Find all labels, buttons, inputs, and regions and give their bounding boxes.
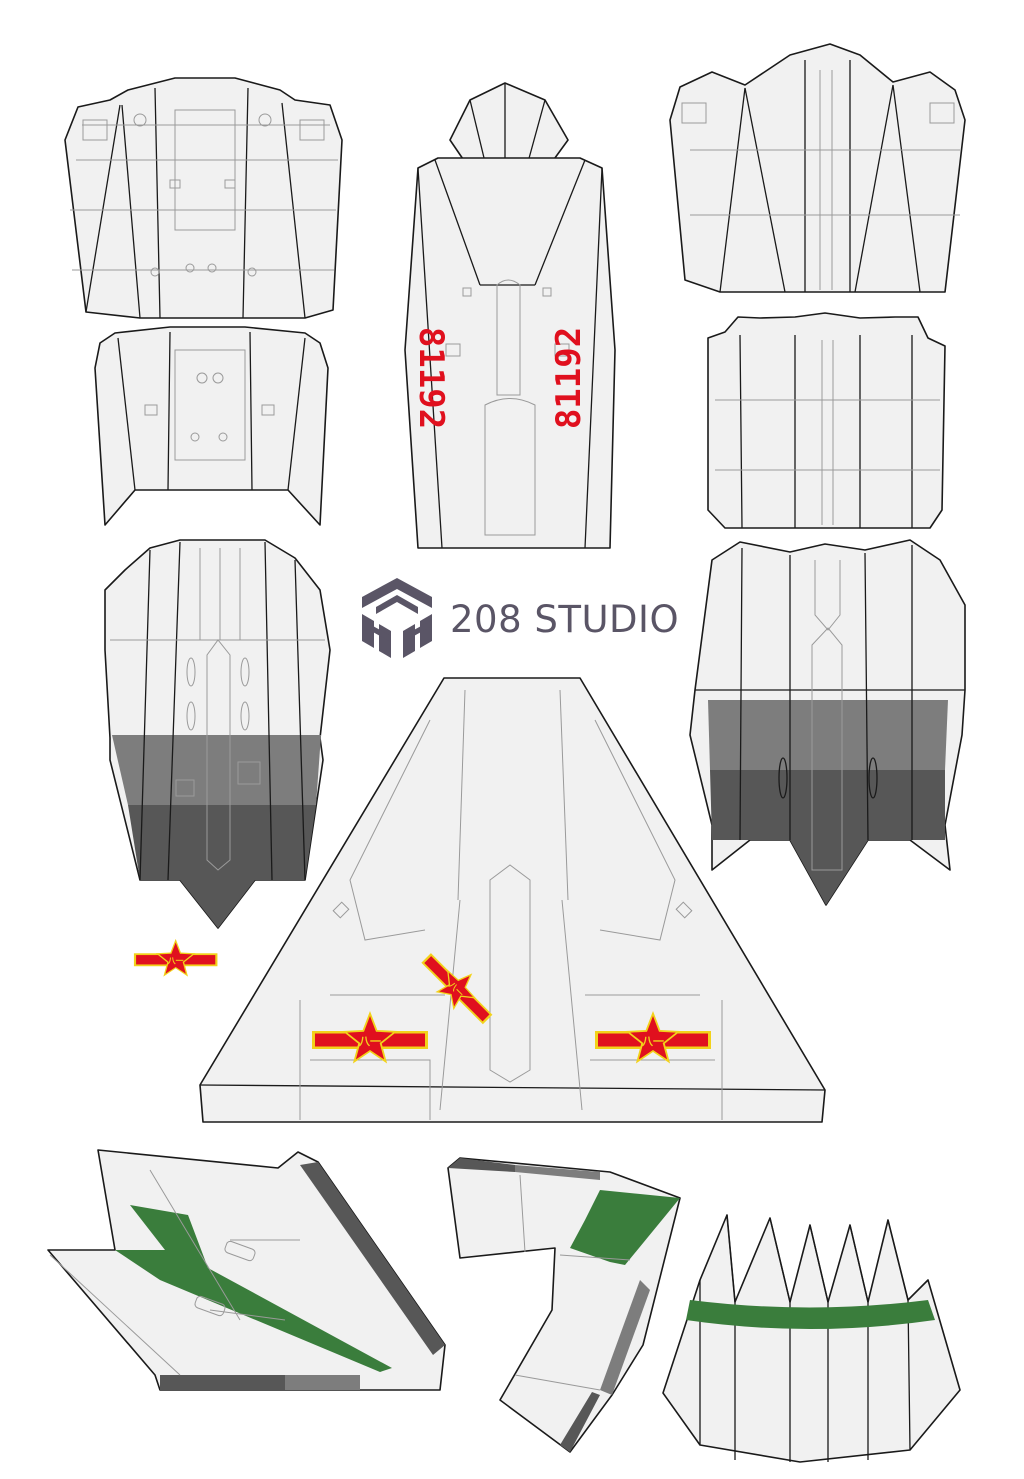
aft-fuselage-right bbox=[689, 539, 966, 906]
exhaust-nozzle-ring bbox=[662, 1214, 961, 1463]
isometric-cube-logo-icon bbox=[362, 578, 432, 658]
forward-fuselage-bottom bbox=[94, 326, 329, 526]
serial-number-left: 81192 bbox=[411, 327, 451, 429]
aft-fuselage-left bbox=[104, 539, 331, 929]
brand-name: 208 STUDIO bbox=[450, 597, 680, 641]
tail-fin-left bbox=[47, 938, 504, 1391]
main-wing bbox=[199, 677, 826, 1123]
red-star-roundel-icon-fin-lower bbox=[133, 938, 218, 977]
serial-number-right: 81192 bbox=[549, 327, 589, 429]
mid-fuselage-bottom bbox=[707, 312, 946, 529]
forward-fuselage-top bbox=[64, 77, 343, 319]
tail-fin-right bbox=[447, 1157, 681, 1453]
nose-section: 81192 81192 bbox=[404, 82, 616, 549]
mid-fuselage-top bbox=[669, 43, 966, 293]
brand-logo: 208 STUDIO bbox=[362, 578, 679, 660]
